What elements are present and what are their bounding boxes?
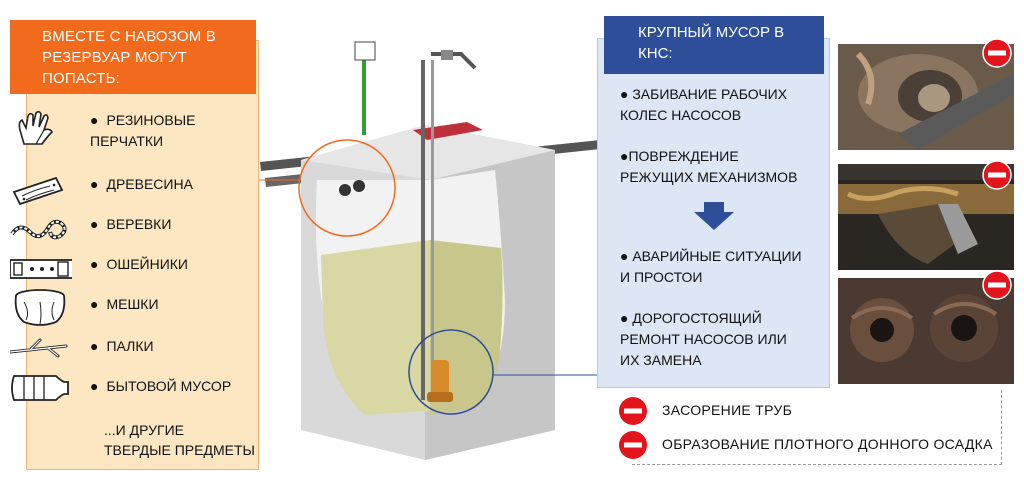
debris-item-sack: ●МЕШКИ	[0, 288, 250, 326]
left-panel	[26, 40, 259, 470]
photo-damaged-impellers	[838, 278, 1014, 384]
right-header-line-2: КНС:	[638, 45, 673, 62]
photo-clogged-pump-1	[838, 44, 1014, 150]
collar-icon	[10, 259, 72, 279]
debris-item-rope: ●ВЕРЕВКИ	[0, 212, 250, 250]
debris-label: ●ПАЛКИ	[90, 338, 154, 354]
arrow-down-icon	[694, 202, 734, 230]
consequence-cutter-damage: ●ПОВРЕЖДЕНИЕ РЕЖУЩИХ МЕХАНИЗМОВ	[620, 148, 798, 185]
pipe-clogging-text: ЗАСОРЕНИЕ ТРУБ	[662, 402, 793, 418]
plastic-bottle-icon	[11, 375, 69, 401]
left-header-line-2: РЕЗЕРВУАР МОГУТ	[42, 49, 187, 66]
left-header-line-1: ВМЕСТЕ С НАВОЗОМ В	[42, 28, 217, 45]
debris-label: ●ВЕРЕВКИ	[90, 216, 172, 232]
debris-label: ●МЕШКИ	[90, 296, 159, 312]
pump-tank-illustration	[259, 41, 626, 460]
dashed-connector	[632, 390, 1002, 465]
debris-item-bottle: ●БЫТОВОЙ МУСОР	[0, 370, 250, 408]
right-header: КРУПНЫЙ МУСОР В КНС:	[604, 16, 824, 74]
left-header-line-3: ПОПАСТЬ:	[42, 70, 121, 87]
rope-icon	[10, 219, 67, 240]
consequence-impeller-clogging: ● ЗАБИВАНИЕ РАБОЧИХ КОЛЕС НАСОСОВ	[620, 86, 788, 123]
debris-label: ●БЫТОВОЙ МУСОР	[90, 378, 232, 394]
consequence-costly-repair: ● ДОРОГОСТОЯЩИЙ РЕМОНТ НАСОСОВ ИЛИ ИХ ЗА…	[620, 310, 787, 368]
sediment-text: ОБРАЗОВАНИЕ ПЛОТНОГО ДОННОГО ОСАДКА	[662, 436, 993, 452]
debris-item-collar: ●ОШЕЙНИКИ	[0, 252, 250, 290]
stop-icon	[982, 160, 1012, 190]
right-header-line-1: КРУПНЫЙ МУСОР В	[638, 24, 785, 41]
sack-icon	[14, 289, 66, 326]
wood-plank-icon	[12, 176, 64, 206]
stop-icon	[619, 431, 647, 459]
stick-icon	[10, 338, 68, 358]
debris-label: ●ОШЕЙНИКИ	[90, 256, 188, 272]
stop-icon	[619, 397, 647, 425]
left-header: ВМЕСТЕ С НАВОЗОМ В РЕЗЕРВУАР МОГУТ ПОПАС…	[10, 20, 256, 94]
consequence-emergencies: ● АВАРИЙНЫЕ СИТУАЦИИ И ПРОСТОИ	[620, 248, 802, 285]
debris-item-stick: ●ПАЛКИ	[0, 332, 250, 370]
debris-item-wood: ●ДРЕВЕСИНА	[0, 172, 250, 210]
consequence-sediment: ОБРАЗОВАНИЕ ПЛОТНОГО ДОННОГО ОСАДКА	[618, 430, 1008, 460]
debris-label: ●РЕЗИНОВЫЕ ПЕРЧАТКИ	[90, 112, 196, 149]
stop-icon	[982, 38, 1012, 68]
glove-icon	[18, 110, 53, 145]
other-solid-objects: ...И ДРУГИЕ ТВЕРДЫЕ ПРЕДМЕТЫ	[104, 422, 255, 458]
stop-icon	[982, 270, 1012, 300]
debris-label: ●ДРЕВЕСИНА	[90, 176, 193, 192]
consequence-pipe-clogging: ЗАСОРЕНИЕ ТРУБ	[618, 396, 998, 426]
debris-item-gloves: ●РЕЗИНОВЫЕ ПЕРЧАТКИ	[0, 110, 250, 149]
